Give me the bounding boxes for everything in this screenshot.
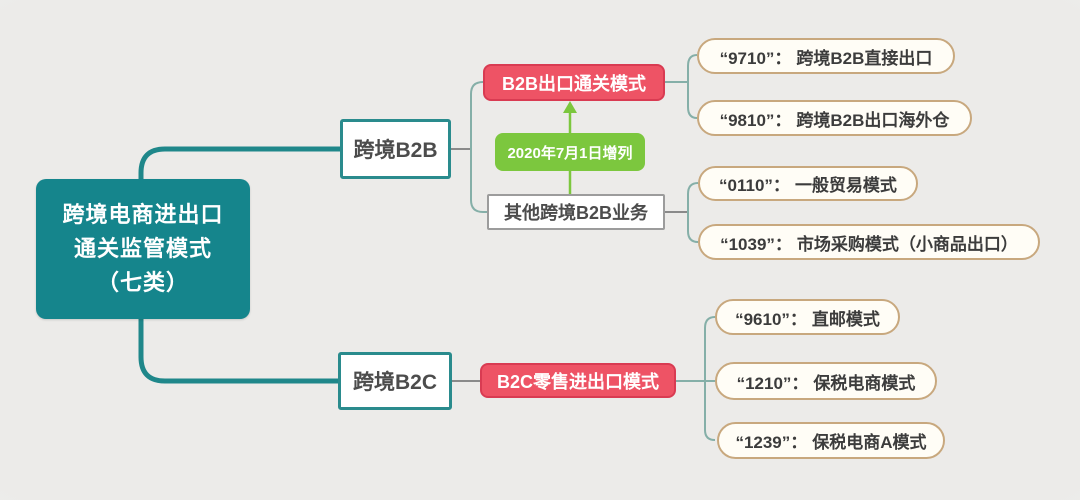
annotation-node: 2020年7月1日增列 xyxy=(495,133,645,171)
leaf-0110-label: 一般贸易模式 xyxy=(794,176,897,195)
leaf-0110-code: “0110”： xyxy=(719,176,790,195)
root-title-line2: 通关监管模式 xyxy=(73,236,212,261)
leaf-1210: “1210”： 保税电商模式 xyxy=(715,362,937,400)
annotation-label: 2020年7月1日增列 xyxy=(507,144,633,162)
leaf-9610-code: “9610”： xyxy=(735,309,807,329)
branch-b2c-label: 跨境B2C xyxy=(352,371,437,394)
leaf-1239-label: 保税电商A模式 xyxy=(812,433,927,452)
leaf-1039-label: 市场采购模式（小商品出口） xyxy=(796,234,1018,254)
leaf-9710-code: “9710”： xyxy=(719,48,792,68)
bracket-b2c-retail xyxy=(704,316,716,441)
b2c-retail-mode-label: B2C零售进出口模式 xyxy=(496,371,659,392)
leaf-1210-label: 保税电商模式 xyxy=(813,373,916,393)
bracket-b2b-split xyxy=(470,81,487,213)
leaf-9810-label: 跨境B2B出口海外仓 xyxy=(796,110,950,130)
other-b2b-label: 其他跨境B2B业务 xyxy=(503,203,648,223)
b2c-retail-mode-node: B2C零售进出口模式 xyxy=(480,363,676,398)
leaf-1210-code: “1210”： xyxy=(736,373,809,393)
root-title-line3: （七类） xyxy=(96,270,189,295)
trunk-root-to-b2b xyxy=(138,146,340,181)
leaf-1239: “1239”： 保税电商A模式 xyxy=(717,422,945,459)
leaf-9610-label: 直邮模式 xyxy=(811,309,880,329)
leaf-9610: “9610”： 直邮模式 xyxy=(715,299,900,335)
bracket-other-b2b xyxy=(687,182,699,243)
branch-b2c-node: 跨境B2C xyxy=(338,352,452,410)
root-node: 跨境电商进出口 通关监管模式 （七类） xyxy=(36,179,250,319)
leaf-9710: “9710”： 跨境B2B直接出口 xyxy=(697,38,955,74)
leaf-1039: “1039”： 市场采购模式（小商品出口） xyxy=(698,224,1040,260)
b2b-export-mode-node: B2B出口通关模式 xyxy=(483,64,665,101)
leaf-9810-code: “9810”： xyxy=(719,110,792,130)
leaf-9710-label: 跨境B2B直接出口 xyxy=(796,48,933,68)
branch-b2b-node: 跨境B2B xyxy=(340,119,451,179)
leaf-9810: “9810”： 跨境B2B出口海外仓 xyxy=(697,100,972,136)
other-b2b-node: 其他跨境B2B业务 xyxy=(487,194,665,230)
leaf-0110: “0110”： 一般贸易模式 xyxy=(698,166,918,201)
bracket-b2b-export xyxy=(687,54,698,119)
branch-b2b-label: 跨境B2B xyxy=(353,139,438,162)
root-title-line1: 跨境电商进出口 xyxy=(62,202,224,227)
b2b-export-mode-label: B2B出口通关模式 xyxy=(501,73,646,94)
trunk-root-to-b2c xyxy=(138,314,338,384)
leaf-1039-code: “1039”： xyxy=(720,234,792,254)
arrow-head-icon xyxy=(563,101,577,113)
leaf-1239-code: “1239”： xyxy=(735,433,808,452)
